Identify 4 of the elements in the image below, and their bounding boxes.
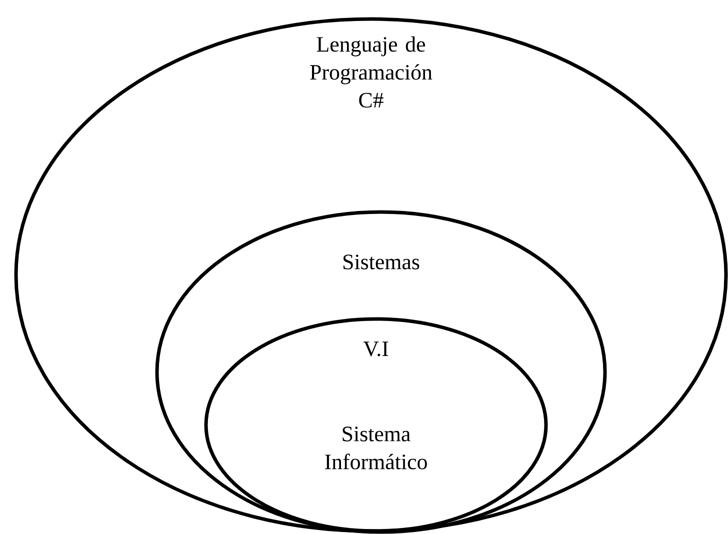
ellipse-label: V.I: [363, 342, 388, 356]
ellipse-label: Sistemas: [344, 254, 420, 270]
ellipse-label: Sistema Informático: [325, 426, 427, 470]
ellipse-label: Lenguaje de Programación C#: [310, 36, 432, 108]
